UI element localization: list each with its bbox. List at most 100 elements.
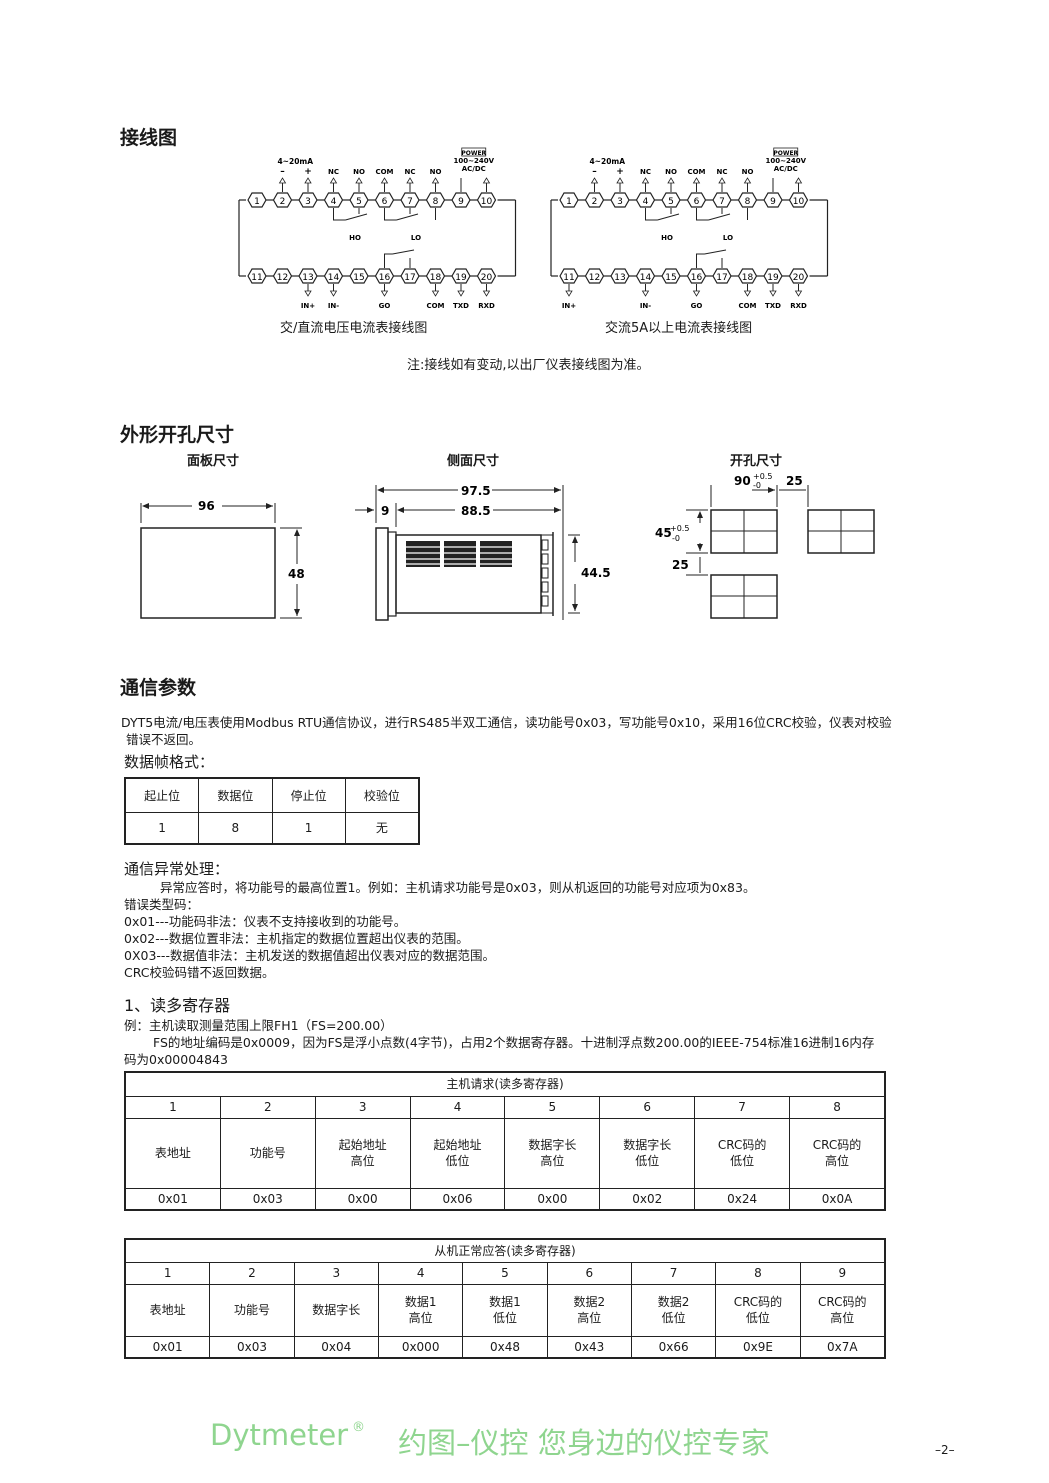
bottom-terminal-function-label: GO	[691, 302, 703, 310]
response-col-number: 7	[630, 1261, 717, 1285]
plus-label: +	[616, 167, 624, 177]
bottom-terminal-14	[635, 268, 656, 284]
response-col-number: 3	[293, 1261, 379, 1285]
request-col-value: 0x06	[409, 1187, 506, 1211]
error-line6: CRC校验码错不返回数据。	[124, 965, 275, 980]
request-col-value: 0x03	[219, 1187, 316, 1211]
current-input-label: 4~20mA	[589, 157, 625, 166]
side-total-length: 97.5	[461, 484, 491, 498]
top-terminal-label: 10	[481, 197, 493, 207]
response-col-value: 0x43	[546, 1335, 632, 1359]
top-terminal-label: 5	[668, 197, 674, 207]
side-size-title: 侧面尺寸	[447, 454, 500, 469]
bottom-terminal-function-label: IN+	[301, 302, 315, 310]
top-terminal-label: 9	[770, 197, 776, 207]
top-terminal-label: 6	[382, 197, 388, 207]
error-line3: 0x01---功能码非法：仪表不支持接收到的功能号。	[124, 914, 407, 929]
response-col-number: 9	[799, 1261, 886, 1285]
response-col-value: 0x66	[630, 1335, 717, 1359]
wiring-note: 注:接线如有变动,以出厂仪表接线图为准。	[407, 358, 650, 373]
dimensions-section-title: 外形开孔尺寸	[120, 424, 235, 446]
bottom-terminal-function-label: COM	[738, 302, 756, 310]
relay-high-label: HO	[661, 234, 673, 242]
request-col-number: 3	[314, 1095, 411, 1119]
top-terminal-3	[610, 192, 630, 208]
response-col-number: 6	[546, 1261, 632, 1285]
top-terminal-label: 3	[617, 197, 623, 207]
top-terminal-6	[686, 192, 707, 208]
frame-value-cell: 8	[198, 811, 273, 845]
cutout-height-label: 45	[655, 526, 672, 540]
frame-header-cell: 停止位	[271, 777, 346, 813]
footer-registered-mark: ®	[352, 1420, 365, 1435]
bottom-terminal-13	[610, 268, 630, 284]
wiring-section-title: 接线图	[120, 127, 178, 149]
bottom-terminal-label: 11	[563, 273, 574, 283]
power-type-label: AC/DC	[462, 165, 486, 173]
request-col-value: 0x00	[504, 1187, 601, 1211]
response-table-title: 从机正常应答(读多寄存器)	[124, 1238, 886, 1263]
frame-value-cell: 无	[344, 811, 420, 845]
response-col-number: 8	[715, 1261, 801, 1285]
error-line2: 错误类型码：	[124, 897, 200, 912]
top-terminal-4	[323, 192, 344, 208]
top-terminal-2	[272, 192, 293, 208]
response-col-value: 0x48	[462, 1335, 548, 1359]
error-handling-title: 通信异常处理：	[124, 860, 230, 878]
bottom-terminal-function-label: IN-	[640, 302, 651, 310]
request-col-name: CRC码的高位	[789, 1117, 886, 1189]
power-range-label: 100~240V	[765, 157, 806, 165]
wiring-left-caption: 交/直流电压电流表接线图	[280, 321, 428, 336]
wiring-right-caption: 交流5A以上电流表接线图	[605, 321, 753, 336]
bottom-terminal-label: 18	[430, 273, 442, 283]
bottom-terminal-20	[476, 268, 497, 284]
footer-slogan: 约图–仪控 您身边的仪控专家	[398, 1426, 770, 1460]
bottom-terminal-label: 17	[716, 273, 727, 283]
top-terminal-4	[635, 192, 656, 208]
panel-size-title: 面板尺寸	[187, 454, 240, 469]
response-col-value: 0x01	[124, 1335, 211, 1359]
minus-label: –	[592, 167, 597, 177]
request-col-number: 4	[409, 1095, 506, 1119]
cutout-width-tol-up: +0.5	[753, 472, 772, 481]
response-col-name: CRC码的高位	[799, 1283, 886, 1337]
bottom-terminal-12	[584, 268, 605, 284]
frame-header-cell: 数据位	[198, 777, 273, 813]
bottom-terminal-17	[712, 268, 732, 284]
relay-low-label: LO	[723, 234, 733, 242]
frame-header-cell: 校验位	[344, 777, 420, 813]
bottom-terminal-label: 12	[277, 273, 288, 283]
bottom-terminal-label: 12	[589, 273, 600, 283]
side-vent-lines	[406, 546, 512, 565]
bottom-terminal-label: 13	[614, 273, 625, 283]
side-connector-pins	[541, 539, 549, 607]
top-terminal-8	[425, 192, 446, 208]
frame-value-cell: 1	[271, 811, 346, 845]
top-terminal-5	[349, 192, 369, 208]
bottom-terminal-label: 14	[328, 273, 340, 283]
bottom-terminal-17	[400, 268, 420, 284]
bottom-terminal-19	[763, 268, 783, 284]
bottom-terminal-15	[661, 268, 681, 284]
top-terminal-label: 4	[331, 197, 337, 207]
response-col-number: 4	[377, 1261, 464, 1285]
top-terminal-10	[788, 192, 809, 208]
response-col-value: 0x04	[293, 1335, 379, 1359]
response-col-name: CRC码的低位	[715, 1283, 801, 1337]
panel-width-label: 96	[198, 499, 215, 513]
top-terminal-label: 7	[719, 197, 725, 207]
bottom-terminal-label: 19	[455, 273, 467, 283]
top-terminal-1	[559, 192, 579, 208]
request-col-number: 8	[789, 1095, 886, 1119]
relay-contact-label: NO	[430, 168, 442, 176]
top-terminal-8	[737, 192, 758, 208]
bottom-terminal-20	[788, 268, 809, 284]
bottom-terminal-function-label: GO	[379, 302, 391, 310]
